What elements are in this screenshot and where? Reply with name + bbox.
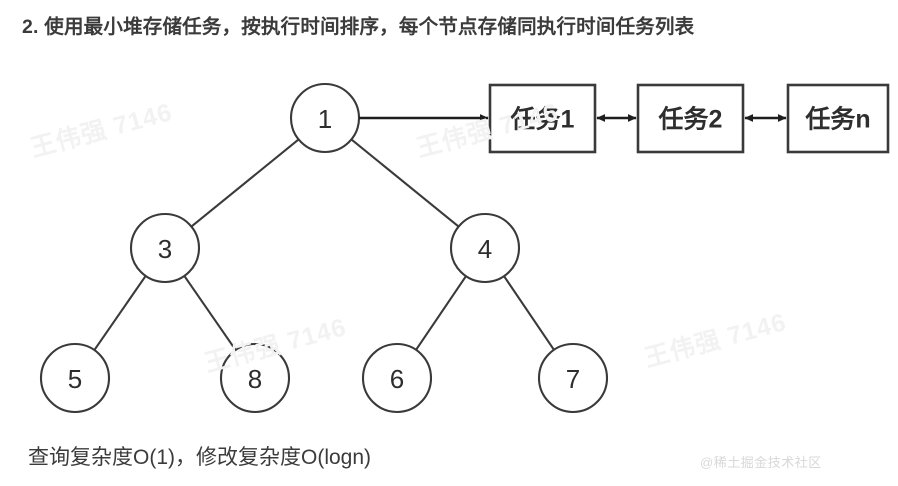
heap-node-circle: [219, 342, 291, 414]
tree-edge-n3-n8: [183, 275, 237, 351]
heap-node-circle: [537, 342, 609, 414]
heap-node-label: 5: [68, 364, 82, 394]
page-title: 2. 使用最小堆存储任务，按执行时间排序，每个节点存储同执行时间任务列表: [22, 16, 695, 38]
heap-node-label: 7: [566, 364, 580, 394]
complexity-note: 查询复杂度O(1)，修改复杂度O(logn): [28, 446, 372, 469]
task-box-taskn[interactable]: 任务n: [786, 83, 890, 154]
tree-edge-n4-n6: [415, 275, 467, 351]
source-watermark: @稀土掘金技术社区: [700, 455, 822, 470]
task-box-rect: [636, 83, 745, 154]
heap-node-4[interactable]: 4: [449, 212, 521, 284]
tree-nodes: 1 3 4 5 8 6 7: [39, 82, 609, 414]
task-box-rect: [786, 83, 890, 154]
heap-node-label: 6: [390, 364, 404, 394]
tree-edge-root-n4: [350, 138, 460, 228]
heap-node-label: 1: [318, 104, 332, 134]
tree-edge-n4-n7: [503, 275, 555, 351]
task-box-label: 任务2: [658, 106, 723, 134]
heap-node-circle: [129, 212, 201, 284]
tree-edge-root-n3: [190, 138, 300, 228]
task-boxes: 任务1 任务2 任务n: [488, 83, 890, 154]
heap-node-label: 3: [158, 234, 172, 264]
heap-node-circle: [361, 342, 433, 414]
task-box-label: 任务n: [804, 106, 870, 134]
heap-node-6[interactable]: 6: [361, 342, 433, 414]
heap-node-3[interactable]: 3: [129, 212, 201, 284]
heap-node-label: 4: [478, 234, 492, 264]
heap-node-label: 8: [248, 364, 262, 394]
heap-node-circle: [449, 212, 521, 284]
task-box-rect: [488, 83, 597, 154]
task-box-task1[interactable]: 任务1: [488, 83, 597, 154]
heap-node-1[interactable]: 1: [289, 82, 361, 154]
tree-edges: [93, 138, 555, 351]
heap-node-7[interactable]: 7: [537, 342, 609, 414]
task-box-label: 任务1: [510, 106, 575, 134]
heap-node-circle: [39, 342, 111, 414]
heap-node-8[interactable]: 8: [219, 342, 291, 414]
heap-node-5[interactable]: 5: [39, 342, 111, 414]
task-box-task2[interactable]: 任务2: [636, 83, 745, 154]
tree-edge-n3-n5: [93, 275, 147, 351]
